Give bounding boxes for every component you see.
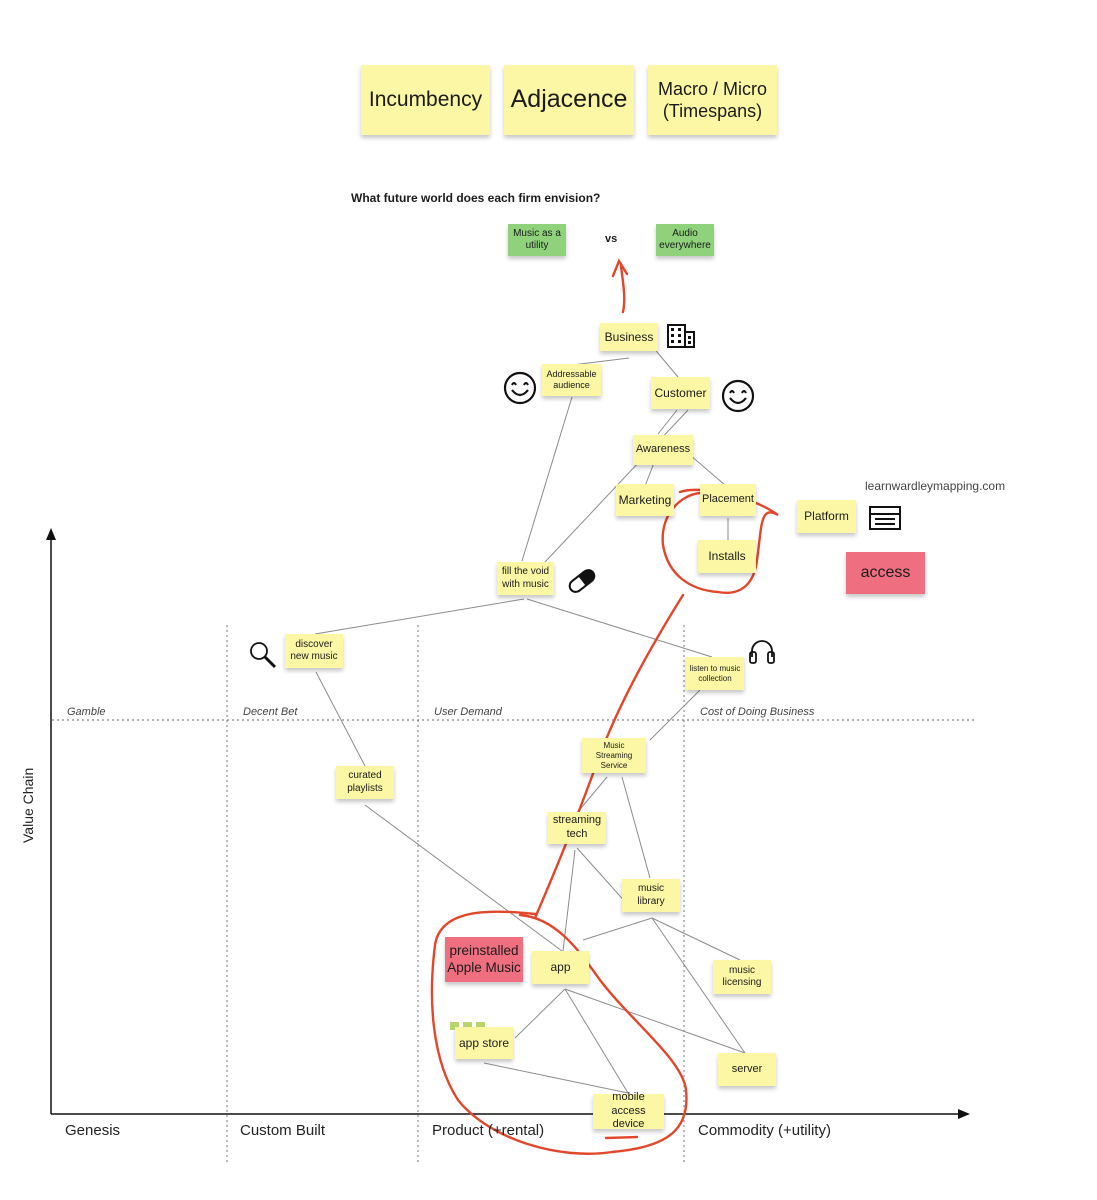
music-licensing-note[interactable]: music licensing xyxy=(713,960,771,994)
placement-note[interactable]: Placement xyxy=(700,484,756,516)
music-licensing-label: music licensing xyxy=(722,964,762,989)
discover-new-music-note[interactable]: discover new music xyxy=(285,634,343,668)
addressable-audience-note[interactable]: Addressable audience xyxy=(542,364,601,396)
question-text: What future world does each firm envisio… xyxy=(351,191,601,205)
arrow-head xyxy=(611,258,629,278)
audio-everywhere-note[interactable]: Audio everywhere xyxy=(656,224,714,256)
platform-label: Platform xyxy=(804,509,849,523)
stage-user-demand: User Demand xyxy=(434,706,502,718)
marketing-note[interactable]: Marketing xyxy=(616,484,674,516)
app-label: app xyxy=(550,960,571,974)
music-streaming-service-label: Music Streaming Service xyxy=(595,740,633,770)
app-store-thumbnails xyxy=(450,1022,485,1030)
addressable-audience-label: Addressable audience xyxy=(546,368,597,390)
installs-circle xyxy=(661,488,779,594)
customer-note[interactable]: Customer xyxy=(651,377,710,409)
server-note[interactable]: server xyxy=(718,1053,776,1086)
site-credit: learnwardleymapping.com xyxy=(865,479,1006,493)
music-library-label: music library xyxy=(637,883,665,907)
placement-label: Placement xyxy=(702,493,754,506)
incumbency-note[interactable]: Incumbency xyxy=(361,65,490,135)
stage-cost-of-doing-business: Cost of Doing Business xyxy=(700,706,815,718)
arrow-stroke xyxy=(619,264,626,314)
axis-commodity: Commodity (+utility) xyxy=(698,1122,831,1139)
macro-micro-note[interactable]: Macro / Micro (Timespans) xyxy=(648,65,777,135)
bottom-cluster-circle xyxy=(430,910,688,1155)
streaming-tech-label: streaming tech xyxy=(552,814,602,840)
app-thumbnail xyxy=(476,1022,485,1030)
axis-genesis: Genesis xyxy=(65,1122,121,1139)
macro-micro-label: Macro / Micro (Timespans) xyxy=(657,78,767,122)
incumbency-label: Incumbency xyxy=(368,87,483,111)
streaming-tech-note[interactable]: streaming tech xyxy=(548,812,606,844)
installs-note[interactable]: Installs xyxy=(698,540,756,573)
app-store-note[interactable]: app store xyxy=(455,1027,513,1059)
stage-decent-bet: Decent Bet xyxy=(243,706,298,718)
x-axis-arrow xyxy=(958,1109,970,1119)
y-axis-arrow xyxy=(46,528,56,540)
server-label: server xyxy=(731,1062,763,1075)
mobile-access-device-label: mobile access device xyxy=(611,1090,646,1131)
mobile-access-device-note[interactable]: mobile access device xyxy=(593,1090,664,1131)
axis-custom-built: Custom Built xyxy=(240,1122,326,1139)
app-thumbnail xyxy=(450,1022,459,1030)
dependency-links xyxy=(314,345,746,1094)
fill-the-void-note[interactable]: fill the void with music xyxy=(497,562,554,595)
customer-label: Customer xyxy=(654,385,707,400)
music-utility-label: Music as a utility xyxy=(513,227,561,252)
listen-to-music-note[interactable]: listen to music collection xyxy=(686,657,744,690)
app-thumbnail xyxy=(463,1022,472,1030)
app-store-label: app store xyxy=(458,1035,510,1050)
music-utility-note[interactable]: Music as a utility xyxy=(508,224,566,256)
axis-product: Product (+rental) xyxy=(432,1122,545,1139)
curated-playlists-note[interactable]: curated playlists xyxy=(336,766,394,799)
marketing-label: Marketing xyxy=(618,492,672,507)
vs-text: vs xyxy=(605,233,618,245)
music-streaming-service-note[interactable]: Music Streaming Service xyxy=(582,738,646,773)
adjacence-label: Adjacence xyxy=(510,85,628,114)
awareness-label: Awareness xyxy=(635,443,691,456)
preinstalled-apple-music-note[interactable]: preinstalled Apple Music xyxy=(445,937,523,982)
access-label: access xyxy=(860,564,911,581)
awareness-note[interactable]: Awareness xyxy=(633,435,693,465)
access-note[interactable]: access xyxy=(846,552,925,594)
fill-the-void-label: fill the void with music xyxy=(501,566,550,590)
preinstalled-apple-music-label: preinstalled Apple Music xyxy=(447,942,521,975)
value-chain-label: Value Chain xyxy=(20,767,36,843)
app-note[interactable]: app xyxy=(532,951,589,984)
business-label: Business xyxy=(604,329,654,344)
underline xyxy=(604,1135,639,1140)
stage-gamble: Gamble xyxy=(67,706,106,718)
curated-playlists-label: curated playlists xyxy=(347,770,383,794)
business-note[interactable]: Business xyxy=(600,323,658,351)
listen-to-music-label: listen to music collection xyxy=(689,663,741,683)
music-library-note[interactable]: music library xyxy=(622,879,680,912)
adjacence-note[interactable]: Adjacence xyxy=(504,65,634,135)
platform-note[interactable]: Platform xyxy=(797,500,856,533)
discover-new-music-label: discover new music xyxy=(290,638,338,663)
audio-everywhere-label: Audio everywhere xyxy=(659,227,711,252)
installs-label: Installs xyxy=(708,549,746,563)
